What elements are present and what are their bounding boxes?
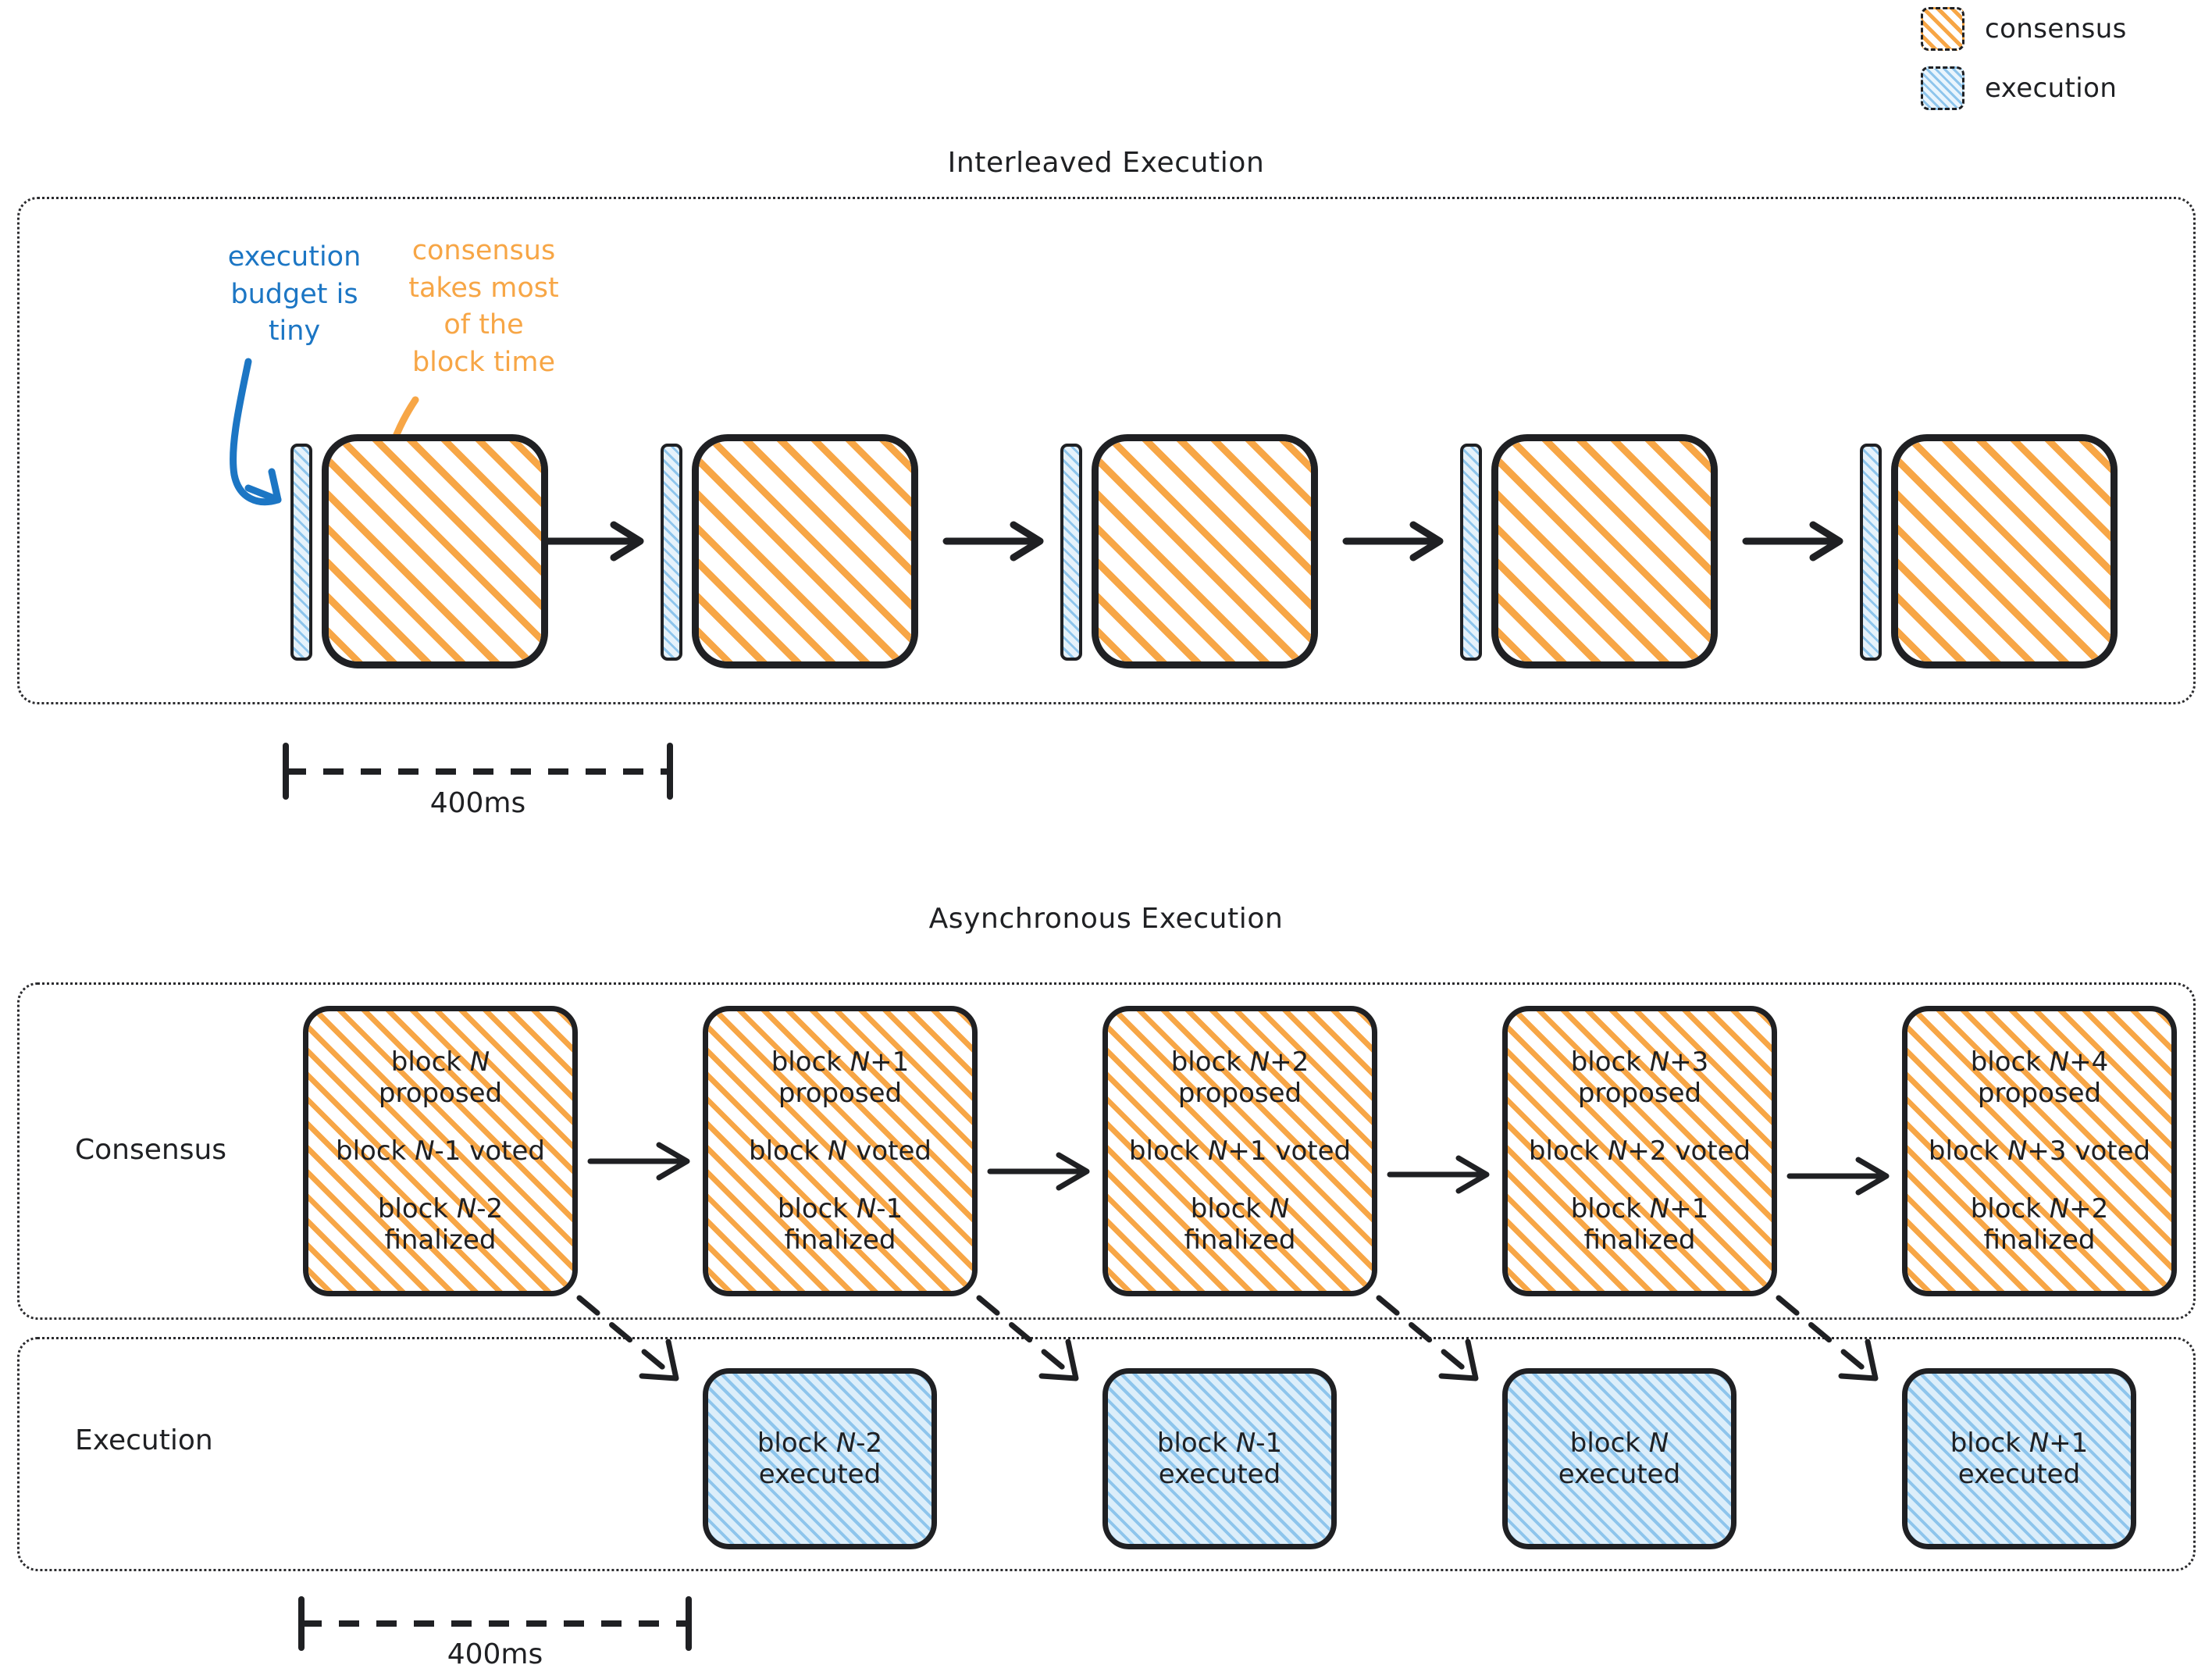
consensus-block-finalized: block N+2 finalized [1971, 1193, 2109, 1256]
block-id: block N [1190, 1192, 1290, 1224]
consensus-block-5: block N+4 proposed block N+3 voted block… [1902, 1006, 2177, 1296]
legend-label-consensus: consensus [1985, 13, 2127, 45]
block-id: block N+2 [1970, 1192, 2109, 1224]
block-id: block N+1 [771, 1046, 910, 1078]
block-state: executed [1957, 1459, 2081, 1490]
consensus-block-4: block N+3 proposed block N+2 voted block… [1502, 1006, 1777, 1296]
legend: consensus execution [1921, 5, 2202, 123]
row-label-consensus: Consensus [75, 1134, 227, 1166]
consensus-block-proposed: block N+4 proposed [1971, 1046, 2109, 1109]
consensus-block-voted: block N+3 voted [1928, 1135, 2151, 1167]
execution-sliver-1 [290, 444, 312, 661]
execution-row-container [17, 1337, 2196, 1571]
annotation-line: of the [443, 309, 524, 341]
annotation-line: execution [227, 241, 362, 273]
legend-item-consensus: consensus [1921, 5, 2202, 53]
block-id: block N [1569, 1427, 1669, 1459]
block-state: finalized [1983, 1224, 2096, 1256]
execution-block-1: block N-2 executed [703, 1368, 937, 1549]
block-id: block N-2 [757, 1427, 883, 1459]
annotation-line: takes most [408, 272, 559, 304]
consensus-box-5 [1891, 434, 2118, 668]
asynchronous-ruler-label: 400ms [447, 1638, 543, 1670]
consensus-block-proposed: block N+3 proposed [1571, 1046, 1709, 1109]
consensus-block-proposed: block N+2 proposed [1171, 1046, 1309, 1109]
consensus-time-annotation: consensus takes most of the block time [400, 233, 568, 381]
consensus-block-voted: block N-1 voted [336, 1135, 545, 1167]
execution-block-4: block N+1 executed [1902, 1368, 2136, 1549]
block-id: block N-2 [377, 1192, 504, 1224]
execution-block-3: block N executed [1502, 1368, 1736, 1549]
block-state: finalized [1184, 1224, 1296, 1256]
block-state: executed [758, 1459, 882, 1490]
consensus-box-3 [1092, 434, 1318, 668]
consensus-hatch-icon [1921, 7, 1964, 51]
interleaved-container [17, 197, 2196, 704]
annotation-line: budget is [230, 278, 358, 310]
block-state: executed [1158, 1459, 1281, 1490]
execution-hatch-icon [1921, 66, 1964, 110]
block-id: block N-1 [1156, 1427, 1283, 1459]
annotation-line: consensus [411, 235, 556, 266]
block-id: block N+4 [1970, 1046, 2109, 1078]
consensus-box-4 [1491, 434, 1718, 668]
block-state: proposed [378, 1078, 503, 1110]
consensus-block-proposed: block N+1 proposed [771, 1046, 910, 1109]
legend-item-execution: execution [1921, 64, 2202, 112]
execution-sliver-3 [1060, 444, 1082, 661]
row-label-execution: Execution [75, 1424, 213, 1456]
block-state: proposed [1977, 1078, 2102, 1110]
block-state: executed [1558, 1459, 1681, 1490]
execution-sliver-5 [1860, 444, 1882, 661]
execution-sliver-4 [1460, 444, 1482, 661]
interleaved-section-title: Interleaved Execution [947, 147, 1265, 179]
execution-block-2: block N-1 executed [1102, 1368, 1337, 1549]
block-id: block N+3 [1570, 1046, 1709, 1078]
consensus-block-voted: block N+2 voted [1528, 1135, 1751, 1167]
consensus-block-finalized: block N+1 finalized [1571, 1193, 1709, 1256]
consensus-block-2: block N+1 proposed block N voted block N… [703, 1006, 978, 1296]
consensus-block-proposed: block N proposed [379, 1046, 502, 1109]
consensus-block-finalized: block N-1 finalized [778, 1193, 903, 1256]
block-state: proposed [1177, 1078, 1302, 1110]
block-state: finalized [784, 1224, 896, 1256]
block-id: block N+1 [1950, 1427, 2089, 1459]
consensus-block-3: block N+2 proposed block N+1 voted block… [1102, 1006, 1377, 1296]
block-state: finalized [384, 1224, 497, 1256]
consensus-row-container [17, 982, 2196, 1320]
asynchronous-section-title: Asynchronous Execution [928, 903, 1284, 935]
block-id: block N [390, 1046, 490, 1078]
annotation-line: tiny [268, 315, 321, 348]
consensus-block-1: block N proposed block N-1 voted block N… [303, 1006, 578, 1296]
consensus-block-finalized: block N-2 finalized [378, 1193, 503, 1256]
block-id: block N+1 [1570, 1192, 1709, 1224]
consensus-block-voted: block N+1 voted [1128, 1135, 1352, 1167]
consensus-block-voted: block N voted [748, 1135, 932, 1167]
legend-label-execution: execution [1985, 73, 2118, 104]
block-state: proposed [1577, 1078, 1702, 1110]
block-state: finalized [1583, 1224, 1696, 1256]
execution-sliver-2 [661, 444, 682, 661]
block-id: block N+2 [1170, 1046, 1309, 1078]
consensus-box-1 [322, 434, 548, 668]
block-state: proposed [778, 1078, 903, 1110]
consensus-box-2 [692, 434, 918, 668]
interleaved-ruler-label: 400ms [429, 787, 526, 819]
block-id: block N-1 [777, 1192, 903, 1224]
consensus-block-finalized: block N finalized [1184, 1193, 1295, 1256]
annotation-line: block time [411, 346, 556, 378]
execution-budget-annotation: execution budget is tiny [212, 239, 376, 351]
